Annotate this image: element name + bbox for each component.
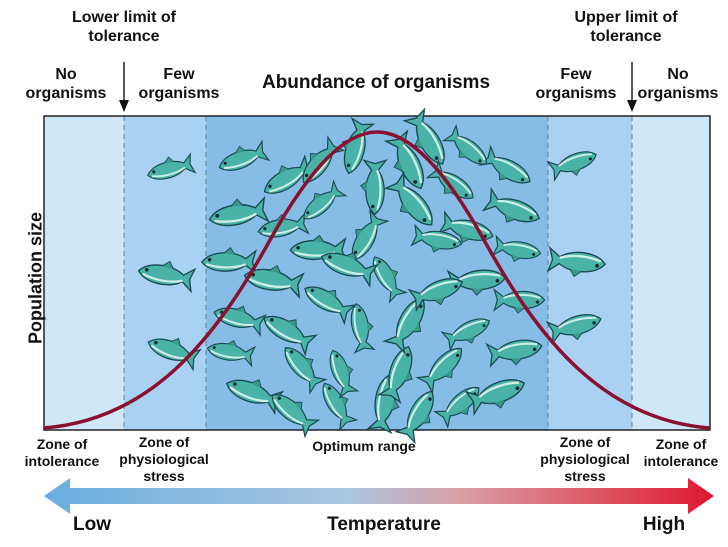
zone-optimum-label: Optimum range	[312, 438, 416, 454]
temperature-high-label: High	[642, 514, 686, 535]
temperature-label: Temperature	[327, 514, 441, 535]
temperature-low-label: Low	[73, 514, 111, 535]
zone-dividers	[123, 116, 633, 430]
y-axis-label: Population size	[25, 211, 46, 345]
intolerance-zone-left	[44, 116, 124, 430]
plot-frame	[43, 115, 711, 431]
temperature-arrow	[44, 478, 714, 514]
down-arrow-icon	[119, 62, 129, 112]
abundance-label: Abundance of organisms	[261, 72, 491, 93]
intolerance-zone-right	[632, 116, 710, 430]
down-arrow-icon	[627, 62, 637, 112]
population-curve	[43, 130, 711, 430]
